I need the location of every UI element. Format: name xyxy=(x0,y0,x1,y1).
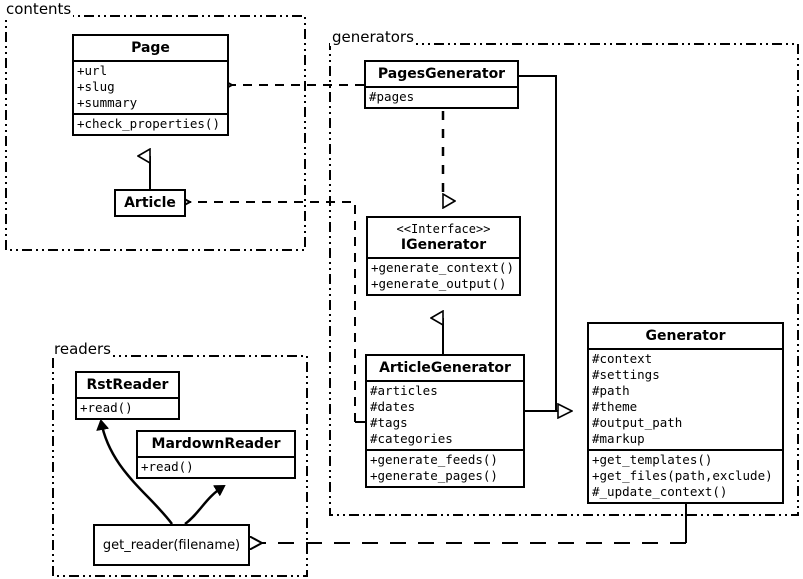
class-box-generator[interactable]: Generator #context #settings #path #them… xyxy=(587,322,784,504)
attribute-row: +url xyxy=(77,63,108,78)
class-methods-rstreader: +read() xyxy=(77,397,178,418)
function-label-get-reader: get_reader(filename) xyxy=(102,537,241,553)
method-row: +generate_output() xyxy=(371,276,507,291)
attribute-row: +slug xyxy=(77,79,115,94)
class-attributes-page: +url +slug +summary xyxy=(74,60,227,113)
attribute-row: #output_path xyxy=(592,415,683,430)
class-box-page[interactable]: Page +url +slug +summary +check_properti… xyxy=(72,34,229,136)
class-name-igenerator: IGenerator xyxy=(400,237,487,253)
class-name-articlegenerator: ArticleGenerator xyxy=(379,360,511,376)
class-box-igenerator[interactable]: <<Interface>> IGenerator +generate_conte… xyxy=(366,216,521,296)
package-label-generators: generators xyxy=(330,28,416,46)
rel-getreader-creates-mardownreader xyxy=(184,484,224,526)
class-box-article[interactable]: Article xyxy=(114,189,186,217)
class-box-pagesgenerator[interactable]: PagesGenerator #pages xyxy=(364,60,519,109)
attribute-row: #context xyxy=(592,351,653,366)
class-name-pagesgenerator: PagesGenerator xyxy=(377,66,506,82)
class-attributes-articlegenerator: #articles #dates #tags #categories xyxy=(367,380,523,449)
method-row: +get_templates() xyxy=(592,452,713,467)
method-row: +check_properties() xyxy=(77,116,220,131)
class-name-article: Article xyxy=(124,195,176,211)
class-methods-page: +check_properties() xyxy=(74,113,227,134)
package-label-readers: readers xyxy=(52,340,113,358)
attribute-row: #articles xyxy=(370,383,438,398)
attribute-row: +summary xyxy=(77,95,138,110)
class-box-articlegenerator[interactable]: ArticleGenerator #articles #dates #tags … xyxy=(365,354,525,488)
method-row: +read() xyxy=(80,400,133,415)
method-row: +generate_pages() xyxy=(370,468,498,483)
method-row: +read() xyxy=(141,459,194,474)
attribute-row: #pages xyxy=(369,89,415,104)
attribute-row: #dates xyxy=(370,399,416,414)
function-box-get-reader[interactable]: get_reader(filename) xyxy=(93,524,250,566)
method-row: +generate_context() xyxy=(371,260,514,275)
class-attributes-pagesgenerator: #pages xyxy=(366,86,517,107)
package-label-contents: contents xyxy=(4,0,74,18)
attribute-row: #path xyxy=(592,383,630,398)
class-name-generator: Generator xyxy=(645,328,726,344)
rel-articlegenerator-uses-article xyxy=(190,202,356,422)
class-name-page: Page xyxy=(131,40,170,56)
class-methods-articlegenerator: +generate_feeds() +generate_pages() xyxy=(367,449,523,486)
attribute-row: #categories xyxy=(370,431,453,446)
attribute-row: #settings xyxy=(592,367,660,382)
class-box-mardownreader[interactable]: MardownReader +read() xyxy=(136,430,296,479)
class-attributes-generator: #context #settings #path #theme #output_… xyxy=(589,348,782,449)
attribute-row: #markup xyxy=(592,431,645,446)
method-row: +get_files(path,exclude) xyxy=(592,468,773,483)
class-methods-mardownreader: +read() xyxy=(138,456,294,477)
attribute-row: #tags xyxy=(370,415,408,430)
method-row: #_update_context() xyxy=(592,484,728,499)
method-row: +generate_feeds() xyxy=(370,452,498,467)
attribute-row: #theme xyxy=(592,399,638,414)
class-stereotype-igenerator: <<Interface>> xyxy=(396,222,491,236)
class-name-mardownreader: MardownReader xyxy=(151,436,281,452)
class-box-rstreader[interactable]: RstReader +read() xyxy=(75,371,180,420)
class-methods-generator: +get_templates() +get_files(path,exclude… xyxy=(589,449,782,502)
class-methods-igenerator: +generate_context() +generate_output() xyxy=(368,257,519,294)
class-name-rstreader: RstReader xyxy=(86,377,169,393)
